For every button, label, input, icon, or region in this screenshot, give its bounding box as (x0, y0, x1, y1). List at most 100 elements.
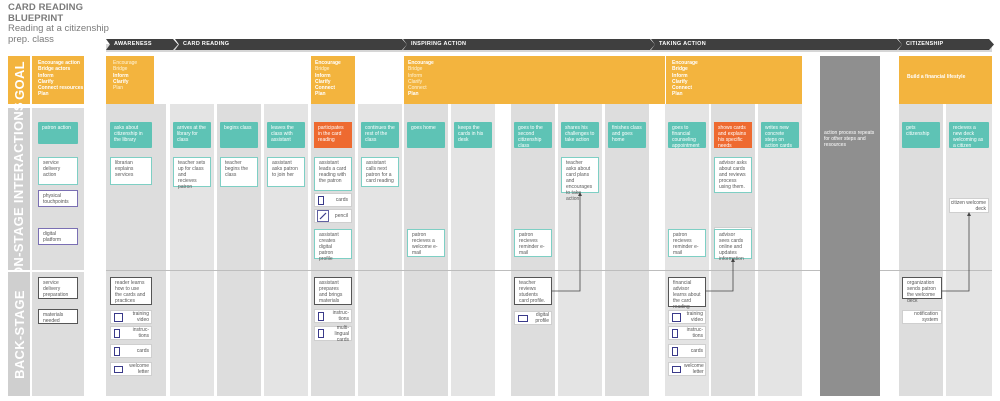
goal-item: Inform (672, 72, 688, 79)
material-instructions: instruc-tions (314, 309, 352, 323)
goal-legend-item: Bridge actors (38, 66, 71, 73)
phase-awareness-label: AWARENESS (106, 39, 178, 50)
goal-legend-item: Connect resources (38, 85, 84, 92)
material-label: instruc-tions (332, 310, 349, 322)
material-label: instruc-tions (132, 327, 149, 339)
row-label-backstage: BACK-STAGE (8, 272, 30, 396)
column-2 (170, 104, 214, 396)
goal-item: Clarify (113, 78, 129, 85)
goal-item: Encourage (672, 60, 698, 66)
backstage-assistant: assistant prepares and brings materials (314, 277, 352, 305)
material-cards: cards (668, 344, 706, 358)
patron-action: goes to the second citizenship class (514, 122, 552, 149)
goal-legend-item: Encourage action (38, 60, 80, 66)
patron-action: leaves the class with assistant (267, 122, 305, 148)
legend-materials-needed: materials needed (38, 309, 78, 324)
goal-legend-item: Inform (38, 72, 54, 79)
material-label: multi-lingual cards (334, 324, 349, 343)
cards-icon (114, 346, 120, 356)
connector-teacher-profile (552, 192, 582, 292)
patron-action-highlight: shows cards and explains his specific ne… (714, 122, 752, 149)
material-welcome-letter: welcome letter (110, 362, 152, 376)
backstage-org: organization sends patron the welcome de… (902, 277, 942, 304)
material-digital-profile: digital profile (514, 311, 552, 325)
phase-card-reading: CARD READING (175, 39, 407, 50)
digital-item: assistant creates digital patron profile (314, 229, 352, 262)
document-icon (318, 311, 324, 321)
video-icon (114, 312, 123, 322)
touchpoint-pencil: pencil (314, 209, 352, 223)
material-label: cards (690, 348, 703, 354)
phase-awareness: AWARENESS (106, 39, 178, 50)
goal-item: Inform (408, 72, 423, 79)
touchpoint-label: citizen welcome deck (950, 199, 986, 212)
phase-taking-action-label: TAKING ACTION (651, 39, 902, 50)
patron-action: begins class (220, 122, 258, 148)
row-label-onstage: ON-STAGE INTERACTIONS (8, 101, 30, 277)
patron-action-highlight: participates in the card reading (314, 122, 352, 148)
goal-item: Connect (408, 85, 427, 92)
column-8 (451, 104, 495, 396)
service-action: assistant leads a card reading with the … (314, 157, 352, 191)
goal-item: Connect (672, 85, 692, 92)
service-action: advisor asks about cards and reviews pro… (714, 157, 752, 193)
goal-legend-list: Encourage action Bridge actors Inform Cl… (38, 60, 84, 98)
material-label: training video (132, 311, 149, 323)
material-instructions: instruc-tions (110, 326, 152, 340)
material-label: digital profile (535, 312, 549, 324)
patron-action: goes home (407, 122, 445, 148)
repeat-block: action process repeats for other steps a… (820, 56, 880, 396)
material-label: instruc-tions (686, 327, 703, 339)
backstage-financial: financial advisor learns about the card … (668, 277, 706, 310)
goal-item: Connect (315, 85, 335, 92)
goal-item: Inform (315, 72, 331, 79)
video-icon (672, 312, 681, 322)
pencil-icon (317, 210, 329, 222)
material-notification-system: notification system (902, 310, 942, 324)
digital-item: patron recieves reminder e-mail (668, 229, 706, 257)
goal-citizenship: Build a financial lifestyle (899, 56, 992, 104)
goal-item: Clarify (315, 78, 331, 85)
material-label: training video (686, 311, 703, 323)
goal-item: Encourage (315, 60, 341, 66)
cards-icon (318, 195, 324, 205)
service-action: teacher sets up for class and recieves p… (173, 157, 211, 190)
goal-legend: Encourage action Bridge actors Inform Cl… (32, 56, 84, 104)
patron-action: writes new concrete steps on action card… (761, 122, 799, 149)
patron-action: continues the rest of the class (361, 122, 399, 148)
patron-action: recieves a new deck welcoming as a citiz… (949, 122, 989, 149)
goal-item: Bridge (408, 66, 423, 73)
goal-item: Plan (408, 91, 419, 98)
goal-gap-2 (355, 56, 404, 104)
service-action: teacher asks about card plans and encour… (561, 157, 599, 202)
goal-item: Clarify (672, 78, 688, 85)
touchpoint-citizen-deck: citizen welcome deck (949, 198, 989, 213)
touchpoint-label: cards (335, 197, 348, 203)
document-icon (672, 328, 678, 338)
goal-legend-item: Plan (38, 91, 49, 98)
document-icon (114, 328, 120, 338)
goal-item: Bridge (672, 66, 688, 73)
patron-action: keeps the cards in his desk (454, 122, 492, 148)
patron-action: gets citizenship (902, 122, 940, 148)
goal-item: Encourage (113, 60, 138, 66)
patron-action: goes to financial counseling appointment (668, 122, 706, 149)
material-label: welcome letter (129, 363, 149, 375)
backstage-teacher: teacher reviews students card profile. (514, 277, 552, 305)
envelope-icon (672, 365, 681, 373)
material-instructions: instruc-tions (668, 326, 706, 340)
column-6 (358, 104, 402, 396)
digital-item: patron recieves a welcome e-mail (407, 229, 445, 257)
row-label-goal: GOAL (8, 56, 30, 104)
touchpoint-label: pencil (334, 213, 348, 219)
blueprint-title: CARD READING BLUEPRINT Reading at a citi… (8, 2, 128, 45)
goal-item: Bridge (315, 66, 330, 73)
digital-item: patron recieves reminder e-mail (514, 229, 552, 257)
material-training-video: training video (110, 310, 152, 324)
column-15 (899, 104, 943, 396)
service-action: assistant asks patron to join her (267, 157, 305, 187)
phase-taking-action: TAKING ACTION (651, 39, 902, 50)
phase-inspiring-action: INSPIRING ACTION (403, 39, 655, 50)
title-line-2: Reading at a citizenship (8, 23, 109, 34)
